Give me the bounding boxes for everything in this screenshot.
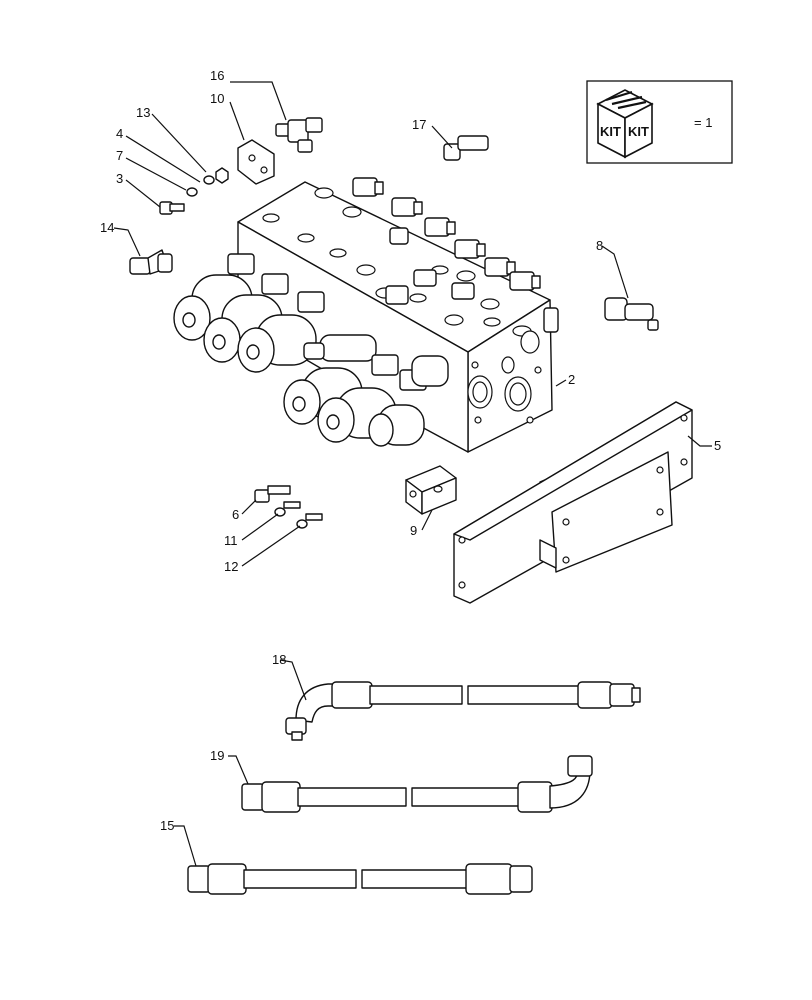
callout-13: 13	[136, 105, 150, 120]
callout-11: 11	[224, 533, 238, 548]
callout-19: 19	[210, 748, 224, 763]
callout-8: 8	[596, 238, 603, 253]
washer-7	[186, 187, 198, 197]
callout-15: 15	[160, 818, 174, 833]
kit-box-icon: KIT KIT	[596, 89, 654, 159]
fitting-17	[443, 135, 489, 161]
callout-10: 10	[210, 91, 224, 106]
solenoid-valve-center	[303, 334, 377, 362]
leader-lines	[113, 81, 712, 867]
tee-fitting-16	[275, 117, 323, 153]
kit-icon-label-left: KIT	[600, 124, 621, 139]
callout-4: 4	[116, 126, 123, 141]
callout-5: 5	[714, 438, 721, 453]
callout-16: 16	[210, 68, 224, 83]
mounting-bracket	[453, 401, 693, 604]
callout-12: 12	[224, 559, 238, 574]
valve-side-ports	[467, 307, 559, 424]
screw-11	[274, 501, 301, 517]
bolt-3	[159, 201, 185, 215]
spacer-block	[405, 465, 457, 515]
kit-quantity: = 1	[694, 115, 712, 130]
callout-3: 3	[116, 171, 123, 186]
solenoid-1	[173, 253, 255, 341]
hose-19	[241, 755, 593, 813]
elbow-fitting-14	[129, 249, 173, 275]
hose-15	[187, 863, 533, 895]
valve-rear-fittings	[352, 177, 541, 291]
callout-2: 2	[568, 372, 575, 387]
valve-top-plugs	[385, 227, 475, 305]
plate-10	[237, 139, 275, 185]
washer-4	[203, 175, 215, 185]
callout-17: 17	[412, 117, 426, 132]
callout-18: 18	[272, 652, 286, 667]
solenoid-6	[368, 355, 449, 447]
callout-labels: 16 10 13 4 7 3 17 14 8 2 5 6 11 12 9 18 …	[100, 68, 721, 833]
kit-legend-box: KIT KIT = 1	[586, 80, 733, 164]
kit-icon-label-right: KIT	[628, 124, 649, 139]
screw-12	[296, 513, 323, 529]
sensor-8	[604, 297, 659, 331]
callout-7: 7	[116, 148, 123, 163]
solenoid-3	[237, 291, 325, 373]
callout-9: 9	[410, 523, 417, 538]
callout-14: 14	[100, 220, 114, 235]
hose-18	[285, 681, 641, 741]
callout-6: 6	[232, 507, 239, 522]
bolt-6	[254, 485, 291, 503]
nut-13	[215, 167, 229, 184]
solenoid-coils	[173, 253, 449, 447]
